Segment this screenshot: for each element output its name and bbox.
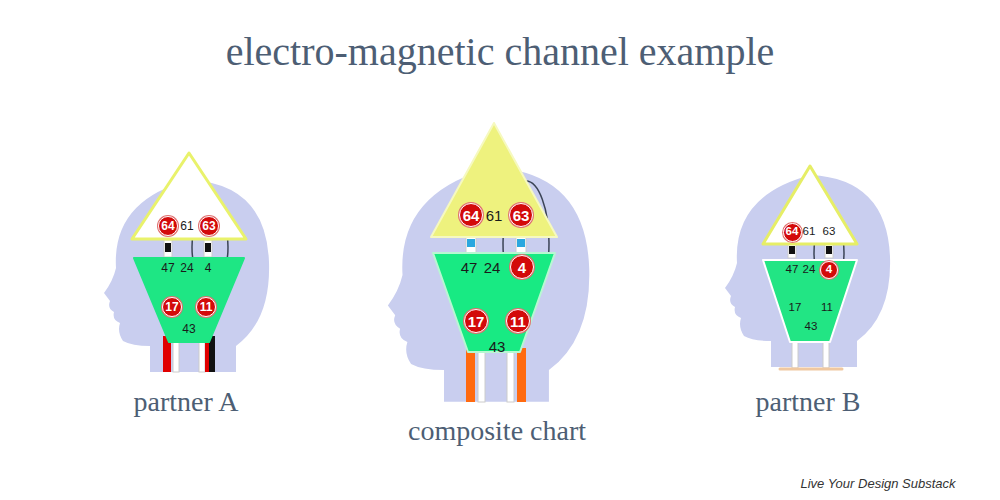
- channel-column: [164, 240, 172, 257]
- gate-number: 4: [826, 264, 832, 276]
- gate-circle: 63: [509, 203, 533, 227]
- gate-circle: 64: [158, 216, 178, 236]
- gate-circle: 64: [783, 223, 802, 242]
- gate-circle: 64: [459, 203, 483, 227]
- gate-activation: [826, 246, 832, 254]
- chart-caption: partner B: [756, 387, 861, 418]
- head-center: 61 64 63: [129, 150, 249, 242]
- gate-number: 64: [463, 208, 480, 223]
- gate-number: 11: [200, 301, 213, 313]
- center-shape: [433, 253, 555, 352]
- gate-number: 24: [180, 262, 193, 274]
- head-center: 61 63 64: [760, 163, 860, 247]
- channel-column: [825, 244, 833, 258]
- gate-number: 4: [205, 262, 212, 274]
- gate-activation: [789, 246, 795, 254]
- gate-number: 47: [786, 264, 799, 276]
- gate-circle: 63: [199, 216, 219, 236]
- channel-column: [478, 348, 485, 402]
- gate-activation: [517, 239, 525, 247]
- gate-number: 17: [165, 301, 178, 313]
- center-edge: [780, 368, 842, 371]
- gate-number: 17: [789, 302, 802, 314]
- center-shape: [763, 166, 857, 244]
- gate-circle: 11: [196, 297, 216, 317]
- center-shape: [763, 260, 857, 342]
- gate-number: 61: [486, 208, 503, 223]
- gate-number: 47: [161, 262, 174, 274]
- center-shape: [431, 123, 557, 237]
- chart-caption: partner A: [134, 387, 239, 418]
- gate-circle: 17: [162, 297, 182, 317]
- ajna-center: 47 24 17 1143 4: [760, 257, 860, 345]
- gate-number: 4: [518, 260, 526, 275]
- gate-number: 61: [803, 226, 816, 238]
- gate-number: 43: [805, 321, 818, 333]
- gate-number: 24: [484, 260, 501, 275]
- channel-column: [507, 348, 514, 402]
- gate-number: 43: [489, 339, 506, 354]
- gate-number: 47: [461, 260, 478, 275]
- center-shape: [134, 258, 244, 342]
- gate-number: 64: [161, 220, 174, 232]
- channel-column: [788, 244, 796, 258]
- gate-number: 63: [513, 208, 530, 223]
- ajna-center: 47 24 43 4 17 11: [430, 250, 558, 355]
- channel-column: [466, 236, 476, 254]
- gate-number: 17: [468, 314, 485, 329]
- gate-activation: [467, 239, 475, 247]
- gate-number: 63: [823, 226, 836, 238]
- head-center: 61 64 63: [428, 120, 560, 240]
- gate-number: 64: [786, 226, 799, 238]
- gate-activation: [205, 243, 211, 252]
- gate-circle: 4: [820, 261, 838, 279]
- gate-number: 43: [182, 323, 195, 335]
- gate-number: 24: [803, 264, 816, 276]
- chart-caption: composite chart: [408, 416, 586, 447]
- title: electro-magnetic channel example: [226, 30, 775, 74]
- gate-activation: [165, 243, 171, 252]
- gate-number: 63: [202, 220, 215, 232]
- gate-activation: [466, 348, 475, 402]
- gate-activation: [517, 348, 526, 402]
- gate-circle: 11: [506, 309, 530, 333]
- gate-number: 61: [180, 220, 193, 232]
- channel-column: [516, 236, 526, 254]
- channel-column: [204, 240, 212, 257]
- ajna-center: 47 24 4 43 17 11: [131, 255, 247, 345]
- gate-number: 11: [510, 314, 526, 329]
- gate-circle: 17: [464, 309, 488, 333]
- credit-note: Live Your Design Substack: [800, 477, 955, 491]
- gate-number: 11: [821, 302, 833, 314]
- gate-circle: 4: [510, 255, 534, 279]
- center-shape: [132, 153, 246, 239]
